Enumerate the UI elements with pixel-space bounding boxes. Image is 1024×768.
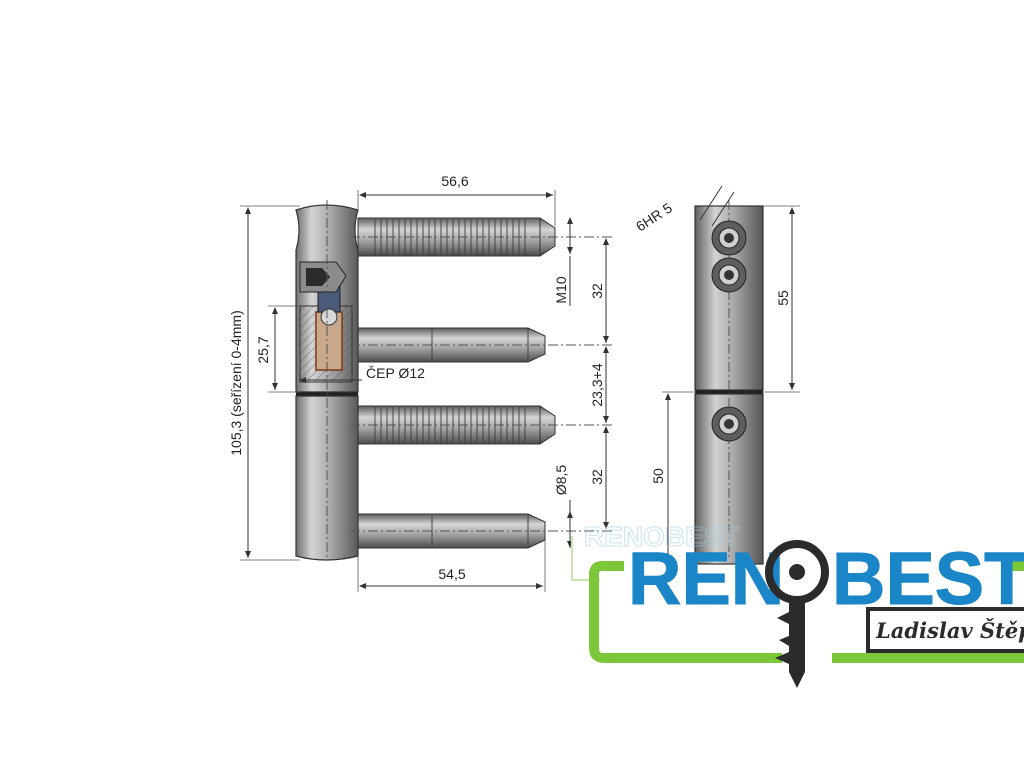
dim-side-upper: 55 <box>775 290 791 306</box>
hinge-side-view: 6HR 5 55 50 <box>633 185 800 565</box>
dim-top-width: 56,6 <box>441 173 468 189</box>
renobest-logo: RENOBEST REN BEST Ladislav Štěpán <box>571 521 1024 688</box>
section-cutaway <box>299 261 353 383</box>
key-icon <box>765 540 829 688</box>
dim-pin-label: ČEP Ø12 <box>366 365 425 381</box>
dim-inner-height: 25,7 <box>255 336 271 363</box>
hex-socket-1 <box>711 220 747 256</box>
logo-name-left: REN <box>628 537 784 620</box>
dim-bottom-width: 54,5 <box>438 566 465 582</box>
logo-name-right: BEST <box>832 537 1024 620</box>
dim-total-height: 105,3 (seřízení 0-4mm) <box>228 310 244 456</box>
dim-thread-spacing: 32 <box>589 283 605 299</box>
hex-socket-3 <box>711 406 747 442</box>
smooth-pin-upper <box>357 327 546 363</box>
dim-bottom-spacing: 32 <box>589 469 605 485</box>
dimension-labels: 56,6 54,5 105,3 (seřízení 0-4mm) 25,7 ČE… <box>228 173 605 582</box>
logo-subtitle: Ladislav Štěpán <box>875 618 1024 643</box>
hex-socket-2 <box>711 257 747 293</box>
dim-thread-label: M10 <box>553 276 569 303</box>
dimension-lines <box>240 190 609 592</box>
dim-side-lower: 50 <box>650 468 666 484</box>
logo-frame <box>589 561 782 663</box>
hinge-front-view <box>295 200 612 561</box>
dim-bottom-pin-label: Ø8,5 <box>553 465 569 496</box>
dim-hex-label: 6HR 5 <box>633 199 675 234</box>
logo-ghost-text: RENOBEST <box>584 521 740 552</box>
dim-middle-spacing: 23,3+4 <box>589 363 605 406</box>
